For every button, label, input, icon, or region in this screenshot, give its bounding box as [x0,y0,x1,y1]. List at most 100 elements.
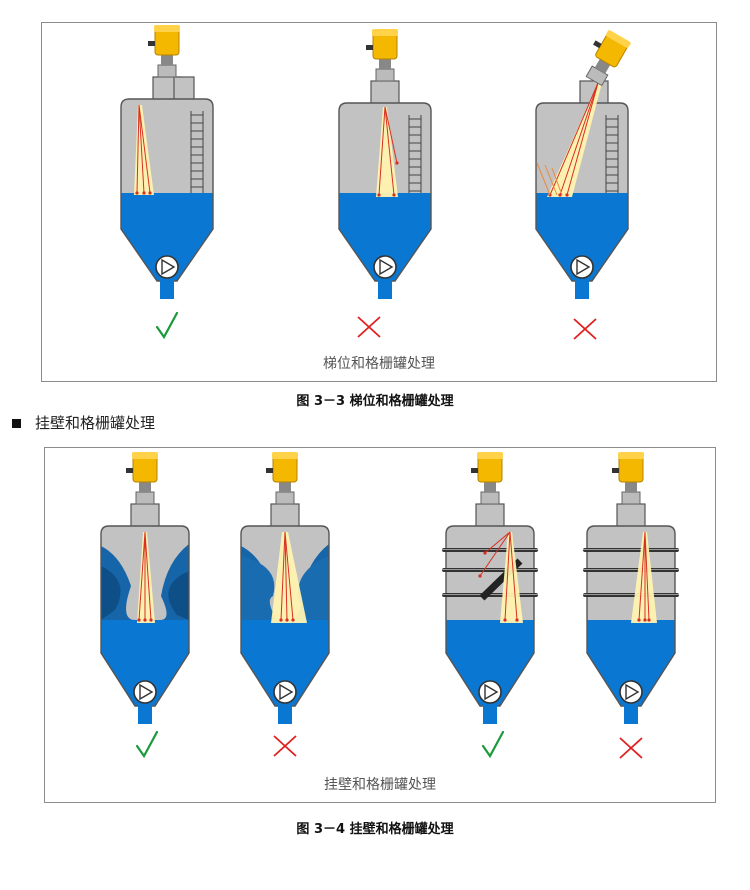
outlet-pipe [575,277,589,299]
radar-ray [384,106,398,164]
grating-bar-highlight [583,569,679,570]
tank-nozzle [270,503,300,529]
radar-ray [509,531,518,621]
pump-arrow [161,258,176,276]
ray-arrowhead [395,161,399,165]
ray-arrowhead [637,618,641,622]
figure-ladder-grating-panel: 梯位和格栅罐处理 [41,22,717,382]
radar-beam [631,532,657,623]
ray-arrowhead [143,618,147,622]
tank-outline [100,525,190,707]
figure-wall-buildup-panel: 挂壁和格栅罐处理 [44,447,716,803]
ray-arrowhead [291,618,295,622]
radar-level-sensor-icon [471,452,503,505]
reflected-ray [536,162,551,196]
tank-outline [535,102,629,282]
radar-ray [504,531,511,621]
radar-beam [376,107,398,197]
ray-arrowhead [503,618,507,622]
figure-caption: 图 3－3 梯位和格栅罐处理 [296,394,454,409]
ray-arrowhead [137,618,141,622]
radar-ray [384,106,395,196]
grating-bar-highlight [442,549,538,550]
wall-buildup [241,556,329,620]
pump-arrow [484,683,499,701]
radar-beam [137,532,155,623]
radar-ray [136,104,140,194]
radar-ray [284,531,294,621]
ray-arrowhead [483,551,487,555]
outlet-pipe [378,277,392,299]
radar-ray [644,531,650,621]
reflected-ray [551,167,563,196]
bullet-square-icon [12,418,21,428]
tank-outline [240,525,330,707]
grating-bar-highlight [583,594,679,595]
radar-ray [484,531,511,554]
pump-arrow [576,258,591,276]
outlet-pipe [160,277,174,299]
tank-nozzle [130,503,160,529]
radar-ray [479,531,511,577]
cross-icon [357,316,381,338]
panel-label: 梯位和格栅罐处理 [323,356,435,372]
radar-level-sensor-icon [148,25,180,78]
tank-outline [586,525,676,707]
tank [100,452,190,724]
radar-ray [638,531,646,621]
ray-arrowhead [647,618,651,622]
tank [120,25,214,299]
check-icon [481,730,505,759]
cross-icon [573,318,597,340]
tank-nozzle [616,503,646,529]
radar-level-sensor-icon [266,452,298,505]
tank-nozzle [173,76,195,102]
ray-arrowhead [377,193,381,197]
tank-outline [120,98,214,282]
outlet-pipe [138,702,152,724]
buildup-tank-illustration [100,452,679,759]
tank [535,30,631,299]
radar-ray [138,104,145,194]
ray-arrowhead [148,191,152,195]
reflected-ray [544,164,558,196]
check-icon [155,311,179,340]
radar-ray [138,104,151,194]
section-heading: 挂壁和格栅罐处理 [12,412,155,433]
ray-arrowhead [558,193,562,197]
radar-level-sensor-icon [126,452,158,505]
wall-buildup [101,544,189,621]
tank-nozzle [475,503,505,529]
tank-nozzle [370,80,400,106]
ladder-tank-illustration [120,25,631,340]
radar-level-sensor-icon [366,29,398,82]
outlet-pipe [278,702,292,724]
radar-beam [134,105,154,195]
ray-arrowhead [142,191,146,195]
ray-arrowhead [285,618,289,622]
outlet-pipe [483,702,497,724]
tank [442,452,538,724]
ray-arrowhead [279,618,283,622]
radar-level-sensor-icon [585,30,631,87]
tank [240,452,330,724]
section-heading-text: 挂壁和格栅罐处理 [35,414,156,432]
ray-arrowhead [478,574,482,578]
outlet-pipe [624,702,638,724]
ray-arrowhead [392,193,396,197]
radar-ray [378,106,386,196]
pump-arrow [279,683,294,701]
pump-arrow [379,258,394,276]
radar-ray [566,82,599,196]
check-icon [135,730,159,759]
radar-ray [549,82,599,196]
figure-caption: 图 3－4 挂壁和格栅罐处理 [296,822,454,837]
panel-label: 挂壁和格栅罐处理 [324,777,436,793]
ray-arrowhead [515,618,519,622]
wall-buildup-dark [101,566,189,620]
ray-arrowhead [643,618,647,622]
ray-arrowhead [135,191,139,195]
pump-arrow [625,683,640,701]
ray-arrowhead [149,618,153,622]
cross-icon [273,735,297,757]
